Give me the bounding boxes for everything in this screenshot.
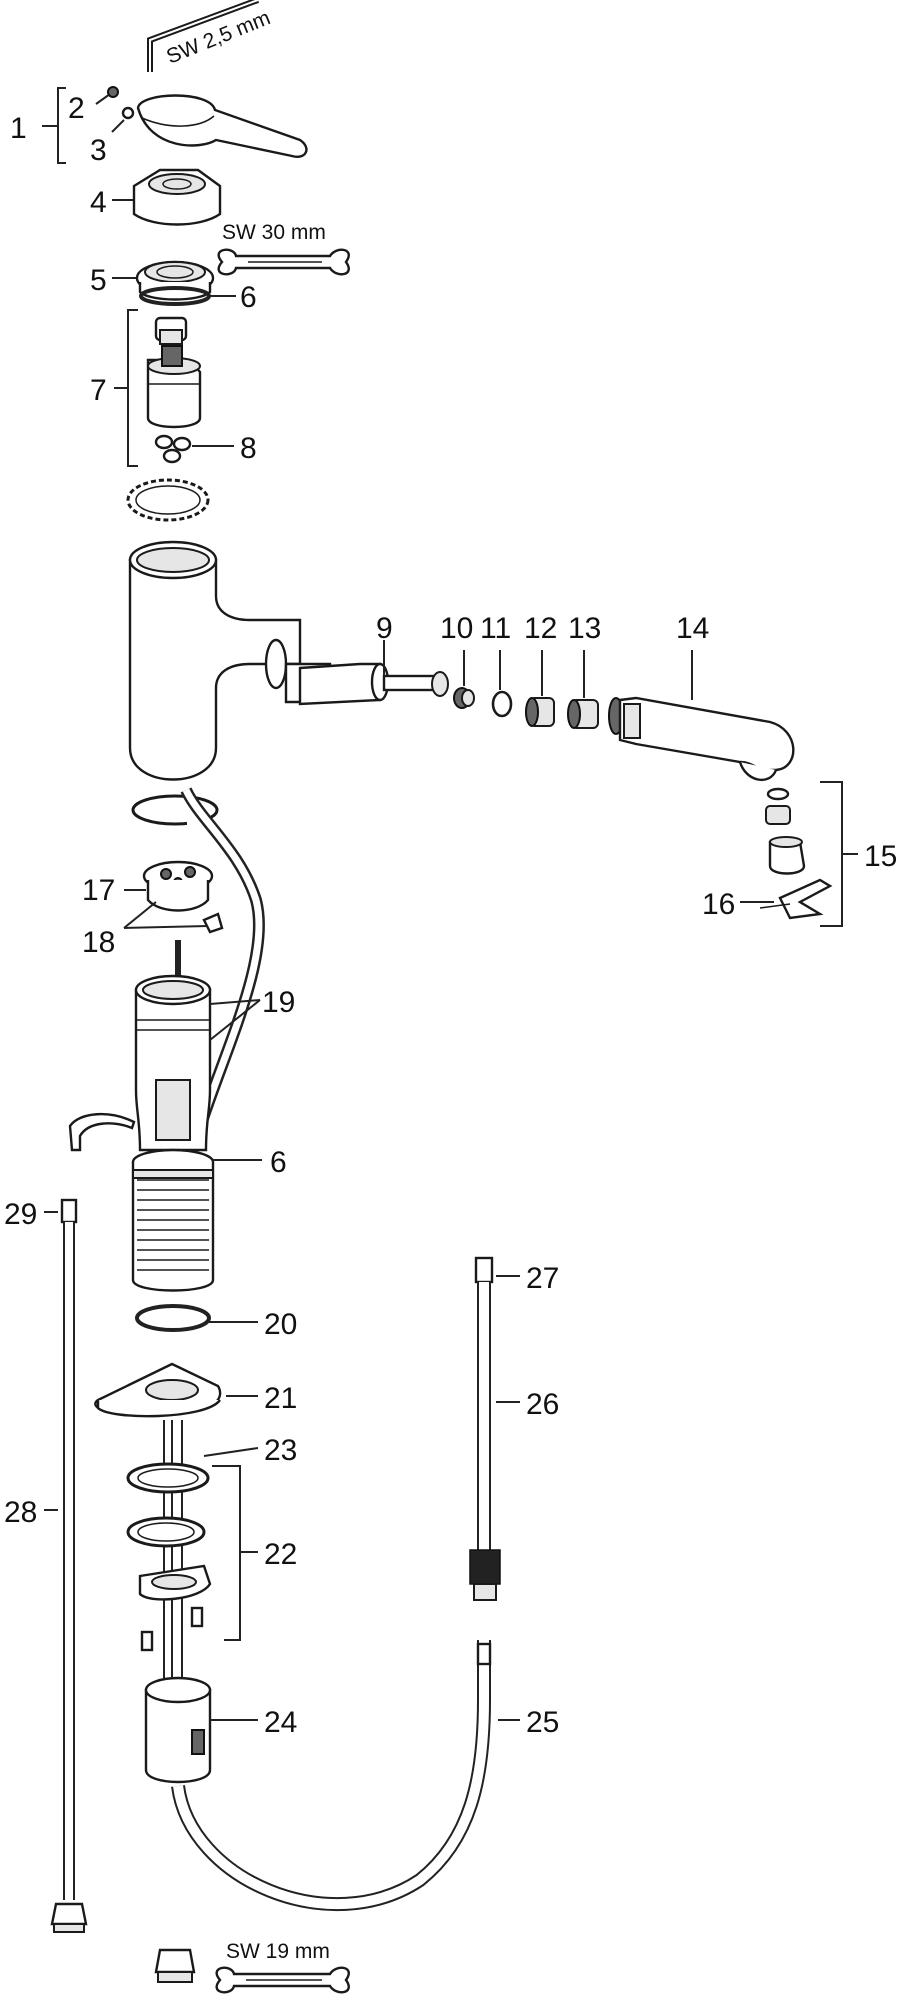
fixing-bracket-part [138,1564,212,1601]
group-bracket-1 [57,87,66,164]
callout-12: 12 [524,612,557,645]
callout-19: 19 [262,986,295,1019]
wrench-bottom-size-label: SW 19 mm [226,1940,330,1963]
wrench-19-icon [215,1966,350,1994]
callout-23: 23 [264,1434,297,1467]
callout-6-bottom: 6 [270,1146,287,1179]
screw-right-part [190,1606,204,1628]
callout-24: 24 [264,1706,297,1739]
check-valve-small-part [453,687,475,709]
callout-28: 28 [4,1496,37,1529]
check-valve-12-part [525,697,555,727]
faucet-body-part [128,540,302,781]
diverter-part [142,860,214,912]
callout-26: 26 [526,1388,559,1421]
callout-20: 20 [264,1308,297,1341]
hex-key-icon [147,0,260,72]
aerator-part [765,787,806,875]
callout-10: 10 [440,612,473,645]
callout-13: 13 [568,612,601,645]
supply-pipe-left-part [50,1198,88,1933]
callout-4: 4 [90,186,107,219]
group-bracket-15 [820,781,843,927]
grub-screw-part [107,86,119,98]
callout-27: 27 [526,1262,559,1295]
callout-9: 9 [376,612,393,645]
cartridge-part [146,316,202,429]
base-plate-part [94,1362,222,1418]
pull-out-spray-part [608,696,795,781]
washer-rings-part [126,1462,210,1548]
check-valve-13-part [567,699,599,729]
callout-17: 17 [82,874,115,907]
aerator-key-part [759,878,833,920]
wrench-top-size-label: SW 30 mm [222,221,326,244]
hose-weight-part [144,1676,212,1784]
callout-5: 5 [90,264,107,297]
threaded-ring-part [126,478,210,522]
callout-8: 8 [240,432,257,465]
base-o-ring-part [135,1304,211,1332]
callout-2: 2 [68,92,85,125]
clamping-nut-part [135,260,215,301]
callout-11: 11 [480,612,511,645]
lower-body-sleeve-part [134,974,212,1152]
group-bracket-7 [127,309,138,467]
callout-16: 16 [702,888,735,921]
cover-cap-part [132,168,222,226]
o-ring-part [139,286,211,306]
callout-14: 14 [676,612,709,645]
screw-left-part [140,1630,154,1652]
wrench-30-icon [217,248,350,276]
hose-bottom-nut-part [154,1948,196,1983]
clip-part [202,912,224,934]
spout-tube-part [284,662,449,706]
retaining-clip-part [68,1112,136,1152]
o-ring-spout-part [491,690,513,718]
callout-21: 21 [264,1382,297,1415]
callout-25: 25 [526,1706,559,1739]
pull-out-hose-loop [171,1699,491,1912]
group-bracket-22 [212,1465,241,1641]
callout-18: 18 [82,926,115,959]
callout-7: 7 [90,374,107,407]
callout-6-top: 6 [240,281,257,314]
threaded-shank-part [131,1148,215,1292]
callout-1: 1 [10,112,27,145]
callout-3: 3 [90,134,107,167]
lever-handle-part [136,94,308,158]
hose-connector-part [476,1642,492,1666]
callout-22: 22 [264,1538,297,1571]
seals-part [154,434,192,464]
cap-part [121,106,135,120]
callout-15: 15 [864,840,897,873]
callout-29: 29 [4,1198,37,1231]
supply-pipe-right-part [469,1256,501,1601]
